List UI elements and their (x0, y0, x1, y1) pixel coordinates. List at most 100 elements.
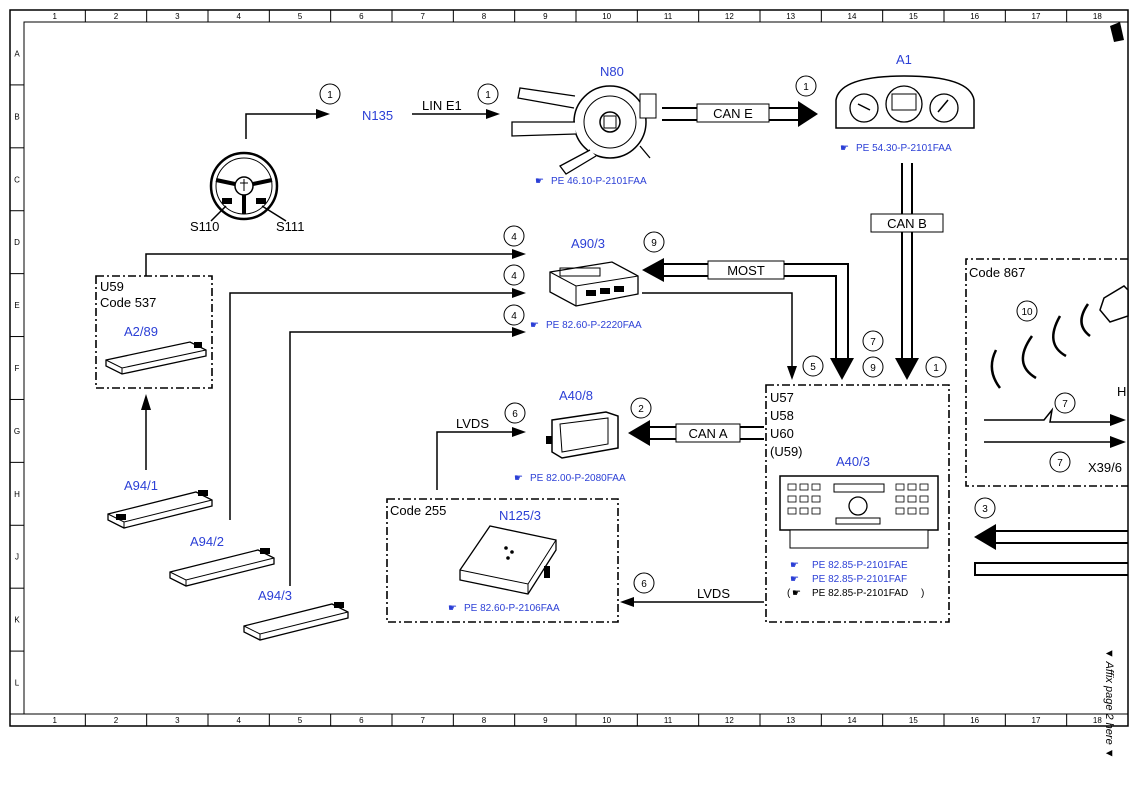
grid-column-label: 12 (725, 716, 734, 725)
grid-row-label: F (15, 364, 20, 373)
marker-circle (503, 304, 525, 326)
x39-6-label: X39/6 (1088, 460, 1122, 475)
grid-column-label: 17 (1032, 716, 1041, 725)
n80-ref-icon: ☛ (535, 176, 544, 187)
arrow-head (316, 109, 330, 119)
lvds-to-a40-8-line (436, 431, 514, 490)
grid-column-label: 9 (543, 716, 548, 725)
most-label: MOST (727, 263, 765, 278)
marker-circle (1049, 451, 1071, 473)
a40-3-ref1-icon: ☛ (790, 560, 799, 571)
code537-label: Code 537 (100, 295, 156, 310)
grid-row-label: J (15, 553, 19, 562)
grid-column-label: 8 (482, 716, 487, 725)
grid-row-label: E (14, 301, 19, 310)
a2-89-label: A2/89 (124, 324, 158, 339)
marker-circle (862, 356, 884, 378)
grid-row-label: K (14, 616, 20, 625)
u57-label: U57 (770, 390, 794, 405)
code867-box (965, 258, 1128, 487)
grid-column-label: 7 (420, 716, 425, 725)
most-line (662, 275, 837, 360)
right-bus-open-line (974, 562, 1128, 576)
arrow-head (512, 327, 526, 337)
code255-box (386, 498, 619, 623)
a2-89-antenna-icon (105, 341, 207, 375)
a40-3-ref2-icon: ☛ (790, 574, 799, 585)
grid-column-label: 1 (52, 12, 57, 21)
n125-3-ref-icon: ☛ (448, 603, 457, 614)
a40-3-ref3: PE 82.85-P-2101FAD (812, 588, 908, 599)
grid-column-label: 16 (970, 716, 979, 725)
grid-column-label: 4 (236, 716, 241, 725)
marker-number: 2 (638, 404, 644, 415)
marker-number: 1 (933, 363, 939, 374)
arrow-head (486, 109, 500, 119)
n80-ref: PE 46.10-P-2101FAA (551, 176, 647, 187)
grid-column-label: 7 (420, 12, 425, 21)
marker-number: 9 (651, 238, 657, 249)
marker-number: 1 (327, 90, 333, 101)
can-b-label: CAN B (887, 216, 927, 231)
arrow-head (512, 249, 526, 259)
a94-2-antenna-icon (169, 548, 275, 587)
grid-column-label: 11 (664, 716, 673, 725)
arrow-head (974, 524, 996, 550)
a90-3-module-icon (549, 261, 639, 307)
marker-circle (862, 330, 884, 352)
a94-3-to-a90-line (289, 331, 514, 586)
corner-tab-icon (1110, 22, 1124, 42)
lvds-bottom-label: LVDS (697, 586, 730, 601)
grid-column-label: 5 (298, 12, 303, 21)
a40-8-ref-icon: ☛ (514, 473, 523, 484)
arrow-head (628, 420, 650, 446)
a94-1-label: A94/1 (124, 478, 158, 493)
radio-waves-icon (990, 303, 1091, 389)
marker-number: 7 (1062, 399, 1068, 410)
marker-number: 9 (870, 363, 876, 374)
a1-ref-icon: ☛ (840, 143, 849, 154)
grid-column-label: 16 (970, 12, 979, 21)
a90-3-label: A90/3 (571, 236, 605, 251)
a40-3-head-unit-icon (779, 475, 939, 549)
grid-column-label: 8 (482, 12, 487, 21)
wireless-link-line (984, 407, 1110, 423)
a90-to-a40-line (642, 292, 793, 368)
marker-circle (974, 497, 996, 519)
u59-label: U59 (100, 279, 124, 294)
a90-3-ref: PE 82.60-P-2220FAA (546, 320, 642, 331)
grid-column-label: 10 (602, 12, 611, 21)
grid-labels: 1122334455667788991010111112121313141415… (10, 10, 1129, 726)
arrow-head (141, 394, 151, 410)
n135-label: N135 (362, 108, 393, 123)
a94-2-label: A94/2 (190, 534, 224, 549)
s111-label: S111 (276, 219, 304, 234)
marker-number: 4 (511, 271, 517, 282)
a40-8-ref: PE 82.00-P-2080FAA (530, 473, 626, 484)
a40-3-ref1: PE 82.85-P-2101FAE (812, 560, 908, 571)
arrow-head (798, 101, 818, 127)
grid-column-label: 2 (114, 12, 119, 21)
marker-circle (504, 402, 526, 424)
marker-circle (319, 83, 341, 105)
marker-circle (503, 225, 525, 247)
a40-3-ref3-close: ) (921, 588, 924, 599)
grid-column-label: 1 (52, 716, 57, 725)
grid-column-label: 2 (114, 716, 119, 725)
affix-page-note: ▼ Affix page 2 here ▼ (1103, 648, 1115, 759)
grid-column-label: 6 (359, 12, 364, 21)
marker-circle (477, 83, 499, 105)
code255-label: Code 255 (390, 503, 446, 518)
grid-column-label: 10 (602, 716, 611, 725)
grid-column-label: 17 (1032, 12, 1041, 21)
s110-label: S110 (190, 219, 219, 234)
a94-1-antenna-icon (107, 490, 213, 529)
instrument-cluster-icon (835, 75, 975, 129)
a94-3-antenna-icon (243, 602, 349, 641)
u58-label: U58 (770, 408, 794, 423)
lin-e1-label: LIN E1 (422, 98, 462, 113)
grid-column-label: 4 (236, 12, 241, 21)
grid-column-label: 5 (298, 716, 303, 725)
grid-column-label: 15 (909, 12, 918, 21)
